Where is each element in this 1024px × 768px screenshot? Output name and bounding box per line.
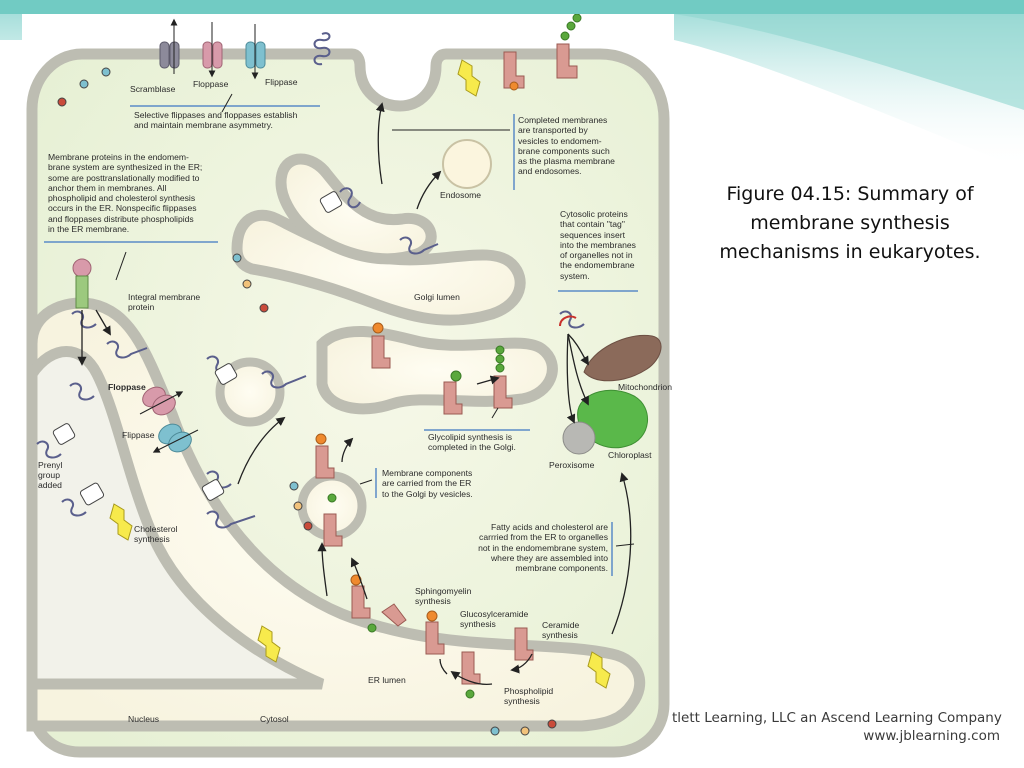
mitochondrion [583,334,662,382]
figure-caption: Figure 04.15: Summary of membrane synthe… [719,183,981,263]
protein-squiggle-mito [559,310,585,329]
label-nucleus: Nucleus [128,714,160,724]
label-floppase-mid: Floppase [108,382,146,392]
label-golgi-lumen: Golgi lumen [414,292,460,302]
lipid-heads [57,67,557,736]
sphingolipid-heads [315,81,519,622]
tag-sequence [559,315,577,327]
note-pointers [115,93,635,547]
endosome [442,139,492,189]
label-glucosylceramide-synthesis: Glucosylceramide synthesis [460,609,529,629]
label-mitochondrion: Mitochondrion [618,382,672,392]
note-er-proteins: Membrane proteins in the endomem- brane … [48,152,203,235]
floppase-mid-icon [142,386,176,416]
flippase-mid-icon [158,423,192,453]
receptor-box [79,482,105,506]
note-dividers [44,105,638,576]
note-cytosolic-proteins: Cytosolic proteins that contain "tag" se… [560,209,636,281]
label-sphingomyelin-synthesis: Sphingomyelin synthesis [415,586,472,606]
note-membrane-asymmetry: Selective flippases and floppases establ… [134,110,298,131]
label-ceramide-synthesis: Ceramide synthesis [542,620,580,640]
receptor-box [52,423,76,445]
label-flippase-mid: Flippase [122,430,155,440]
protein-squiggle-ves2 [261,370,307,389]
label-cytosol: Cytosol [260,714,289,724]
integral-membrane-protein-icon [72,258,92,309]
label-er-lumen: ER lumen [368,675,406,685]
label-integral-membrane-protein: Integral membrane protein [128,292,201,312]
floppase-icon [202,41,223,69]
note-fatty-acids: Fatty acids and cholesterol are carrried… [478,522,608,574]
publisher-url: www.jblearning.com [863,728,1000,744]
cell-diagram [26,14,670,758]
copyright-notice: tlett Learning, LLC an Ascend Learning C… [672,710,1012,744]
receptor-box [214,363,238,385]
label-chloroplast: Chloroplast [608,450,652,460]
protein-squiggle-top [313,32,331,66]
label-prenyl: Prenyl group added [38,460,63,490]
figure-panel: Scramblase Floppase Flippase Endosome Go… [22,14,674,758]
protein-squiggle-left2 [106,340,148,359]
protein-squiggle-center2 [206,510,256,529]
label-scramblase: Scramblase [130,84,176,94]
protein-squiggle-left3 [69,382,95,401]
protein-squiggle-bl [36,440,62,459]
label-cholesterol-synthesis: Cholesterol synthesis [134,524,178,544]
protein-squiggle-golgi [339,187,361,209]
note-vesicles: Membrane components are carried from the… [382,468,473,499]
golgi-lower [316,325,558,415]
cholesterol-icons [109,59,611,689]
label-phospholipid-synthesis: Phospholipid synthesis [504,686,554,706]
protein-squiggle-bl2 [61,498,87,517]
glycolipid-chains [327,14,582,699]
label-flippase-top: Flippase [265,77,298,87]
peroxisome [562,421,596,455]
nucleus [26,346,325,690]
process-arrows [77,102,632,685]
note-completed-membranes: Completed membranes are transported by v… [518,115,615,177]
lipid-enzymes [315,43,578,685]
note-glycolipid: Glycolipid synthesis is completed in the… [428,432,516,453]
golgi-outer [231,209,526,326]
receptor-box [319,191,343,213]
label-peroxisome: Peroxisome [549,460,595,470]
golgi-upper [275,153,437,265]
label-floppase-top: Floppase [193,79,229,89]
flippase-icon [245,41,266,69]
protein-squiggle-ver [399,236,439,255]
label-endosome: Endosome [440,190,482,200]
receptor-box [201,479,225,501]
copyright-line: tlett Learning, LLC an Ascend Learning C… [672,710,1002,726]
